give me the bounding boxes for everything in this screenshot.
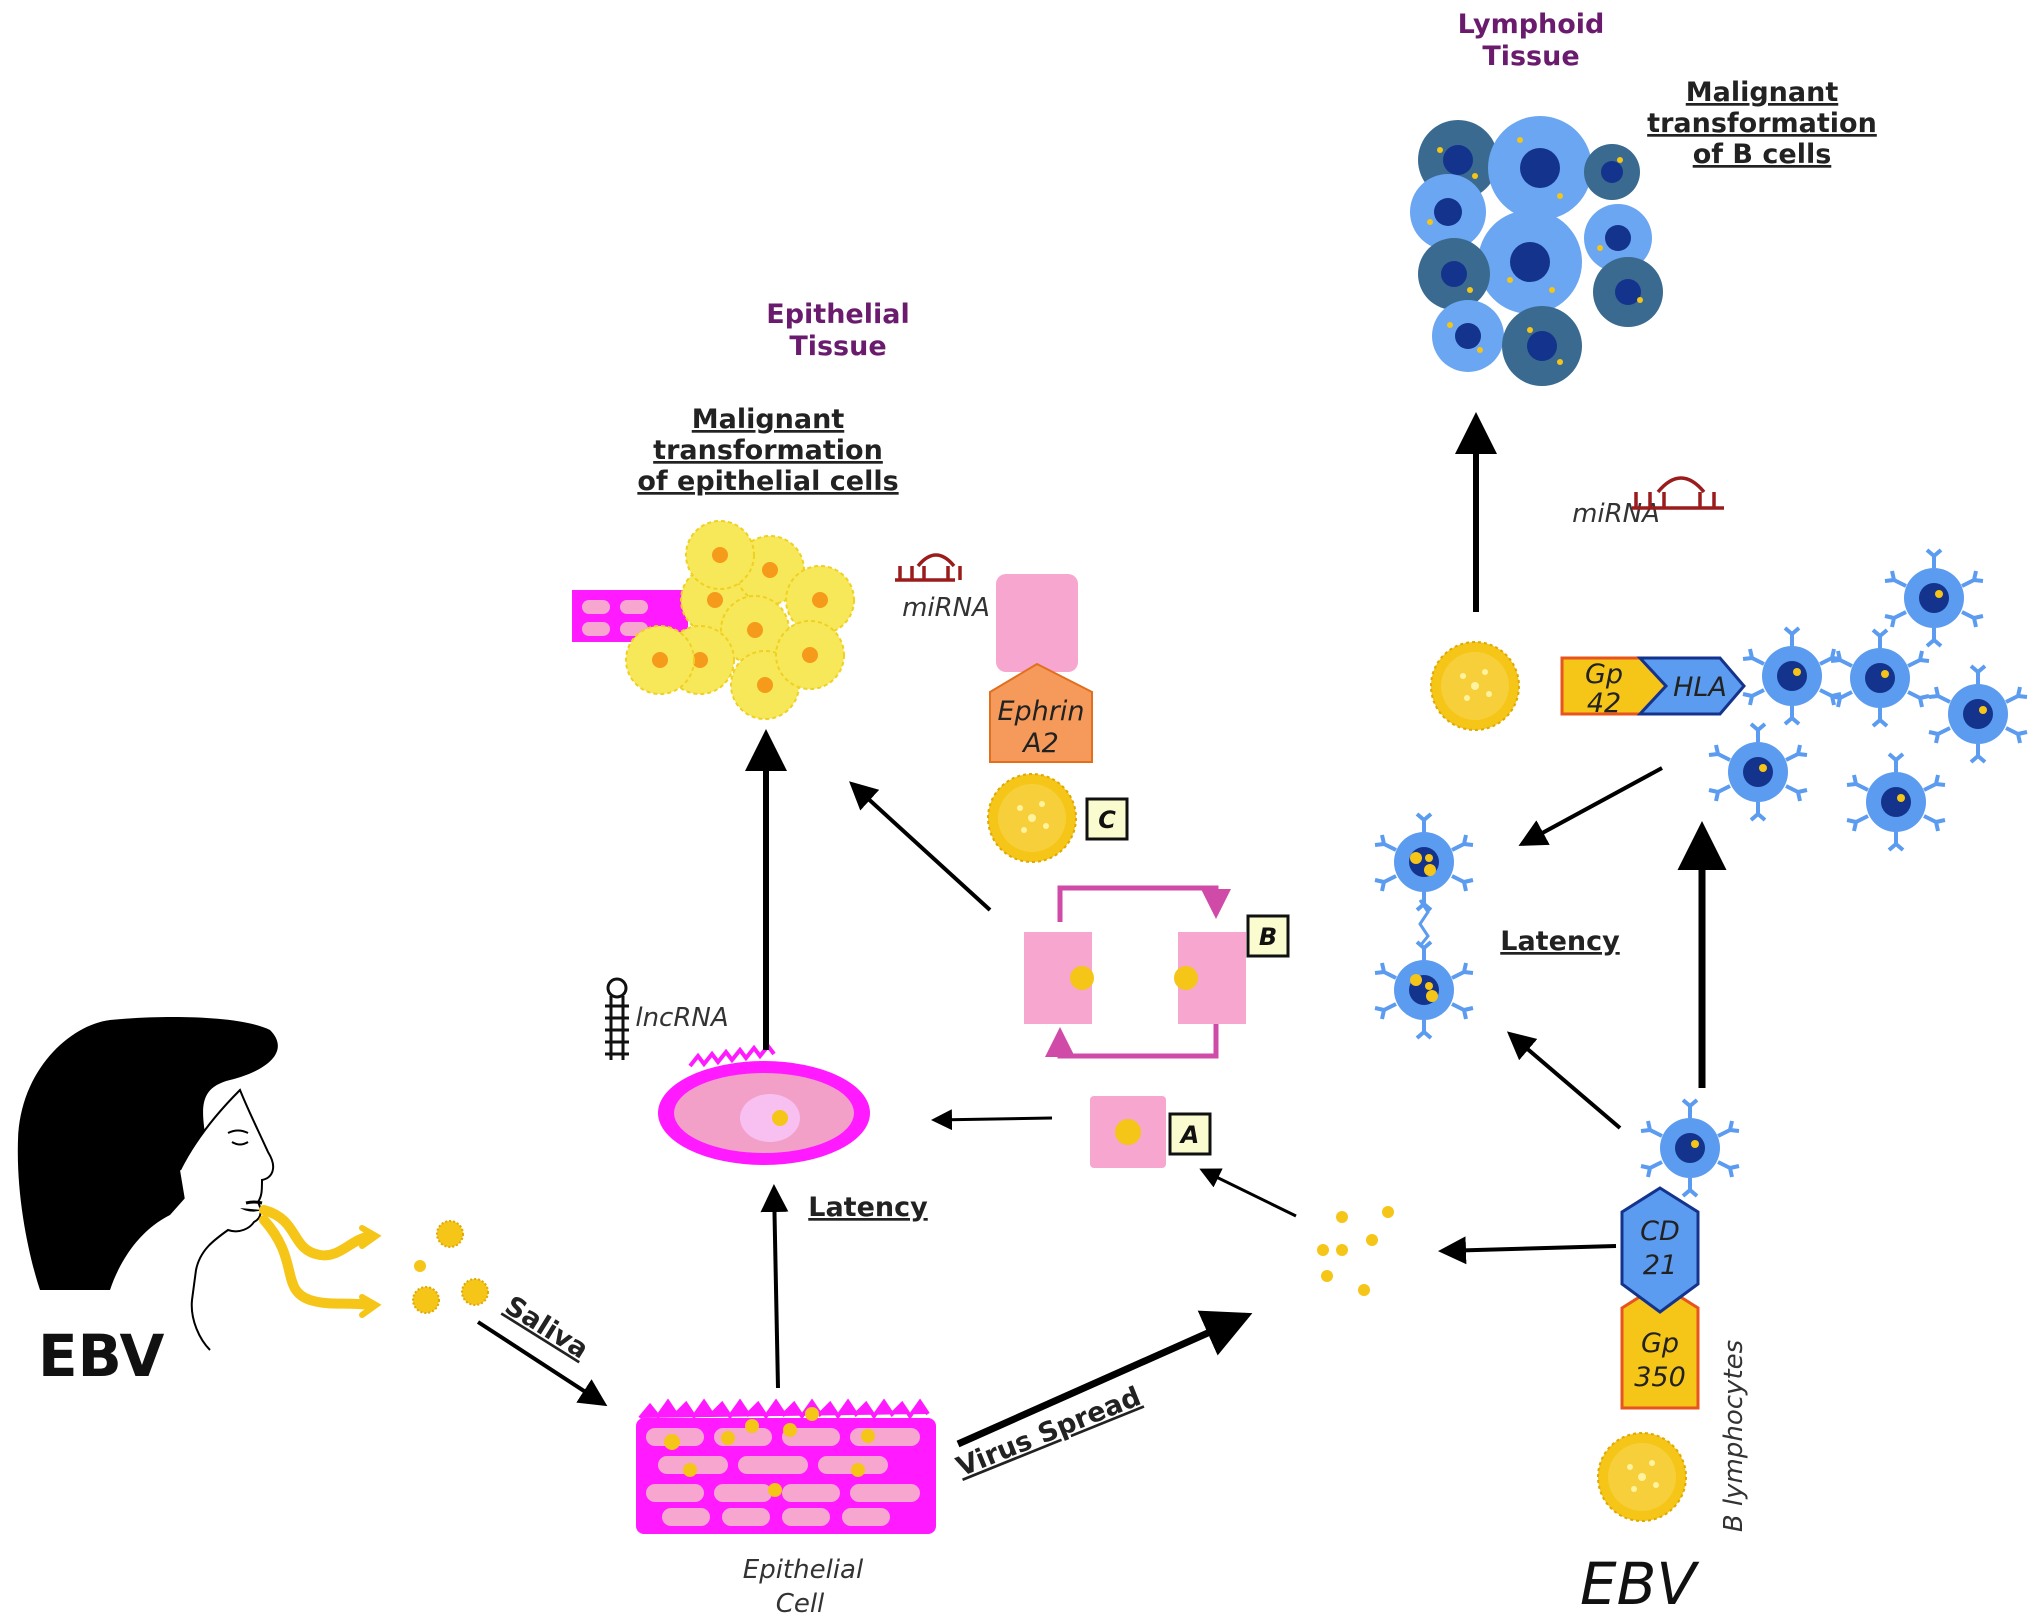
- epithelial-cell-label: Epithelial Cell: [743, 1555, 864, 1619]
- b-cell-entry: [1639, 1098, 1741, 1198]
- infected-cell-a: [1090, 1096, 1166, 1168]
- flow-arrows: [476, 412, 1727, 1448]
- svg-text:Gp: Gp: [1641, 1328, 1679, 1359]
- mirna-lymph-icon: [1632, 476, 1724, 510]
- svg-text:transformation: transformation: [653, 435, 883, 466]
- latent-epithelial-cell: [658, 1042, 870, 1165]
- svg-text:Ephrin: Ephrin: [997, 696, 1084, 727]
- malignant-b-cell-cluster: [1410, 116, 1663, 386]
- svg-text:Epithelial: Epithelial: [766, 299, 909, 330]
- human-head-illustration: [17, 1017, 278, 1351]
- lncrna-label: lncRNA: [635, 1003, 728, 1033]
- svg-text:A2: A2: [1021, 728, 1059, 759]
- box-b: B: [1246, 914, 1290, 958]
- svg-text:of epithelial cells: of epithelial cells: [637, 466, 898, 497]
- lncrna-icon: [605, 977, 629, 1060]
- svg-text:Tissue: Tissue: [1482, 41, 1579, 72]
- svg-text:C: C: [1098, 806, 1116, 834]
- svg-text:Tissue: Tissue: [789, 331, 886, 362]
- box-c: C: [1085, 797, 1129, 841]
- lymphoid-tissue-title: Lymphoid Tissue: [1458, 9, 1605, 72]
- svg-text:Epithelial: Epithelial: [743, 1555, 864, 1585]
- malignant-epithelial-cluster: [572, 520, 855, 720]
- svg-text:350: 350: [1634, 1362, 1686, 1393]
- box-a: A: [1168, 1112, 1212, 1156]
- svg-text:of B cells: of B cells: [1693, 139, 1832, 170]
- mirna-icon: [895, 553, 962, 582]
- epithelial-tissue-title: Epithelial Tissue: [766, 299, 909, 362]
- svg-text:HLA: HLA: [1673, 672, 1727, 703]
- ebv-virion-gp42: [1430, 641, 1520, 731]
- svg-text:Gp: Gp: [1585, 659, 1623, 690]
- saliva-label: Saliva: [499, 1290, 593, 1365]
- svg-text:Malignant: Malignant: [1686, 77, 1839, 108]
- epithelial-cell-layer: [636, 1398, 936, 1534]
- svg-text:CD: CD: [1640, 1216, 1680, 1247]
- ephrin-a2-receptor: Ephrin A2: [989, 574, 1093, 763]
- svg-text:Cell: Cell: [776, 1589, 825, 1619]
- malignant-b-cells-heading: Malignant transformation of B cells: [1647, 77, 1877, 170]
- svg-text:Malignant: Malignant: [692, 404, 845, 435]
- ebv-virion-c: [987, 773, 1077, 863]
- svg-text:Lymphoid: Lymphoid: [1458, 9, 1605, 40]
- cell-to-cell-transfer: [1024, 885, 1246, 1059]
- svg-text:transformation: transformation: [1647, 108, 1877, 139]
- ebv-virion-right: [1597, 1432, 1687, 1522]
- saliva-virus-particles: [412, 1220, 489, 1314]
- ebv-left-label: EBV: [38, 1322, 164, 1390]
- cd21-receptor: CD 21: [1620, 1186, 1700, 1314]
- latency-b-cell-label: Latency: [1500, 926, 1620, 957]
- latency-epithelial-label: Latency: [808, 1192, 928, 1223]
- svg-text:B: B: [1259, 923, 1277, 951]
- gp42-receptor: Gp 42: [1560, 656, 1669, 719]
- svg-text:21: 21: [1643, 1250, 1677, 1281]
- malignant-epithelial-heading: Malignant transformation of epithelial c…: [637, 404, 898, 497]
- saliva-stream: [259, 1205, 382, 1318]
- mirna-label: miRNA: [902, 593, 990, 623]
- gp350-receptor: Gp 350: [1620, 1282, 1700, 1410]
- mirna-lymph-label: miRNA: [1572, 499, 1660, 529]
- b-lymphocyte-group: [1707, 548, 2029, 852]
- free-virus-particles: [1317, 1206, 1394, 1296]
- svg-text:42: 42: [1587, 688, 1621, 719]
- latent-b-cell-pair: [1373, 812, 1475, 1040]
- b-lymphocytes-label: B lymphocytes: [1719, 1340, 1749, 1532]
- svg-text:A: A: [1179, 1121, 1200, 1149]
- hla-receptor: HLA: [1636, 656, 1746, 716]
- ebv-right-label: EBV: [1580, 1550, 1700, 1618]
